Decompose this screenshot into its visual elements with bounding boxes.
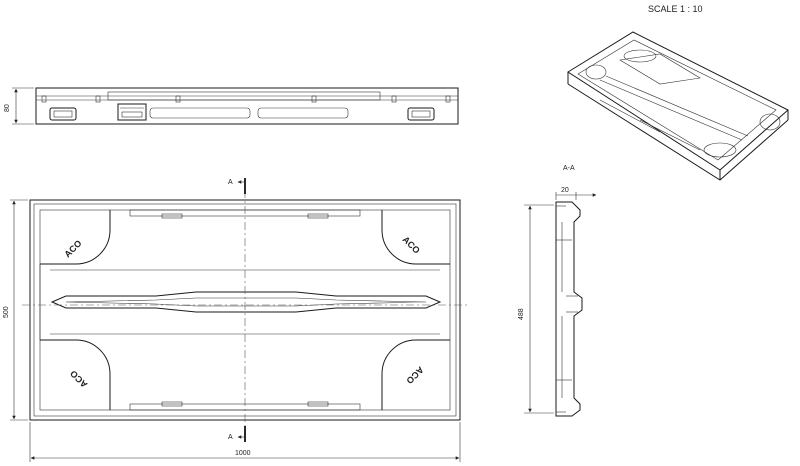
scale-label: SCALE 1 : 10: [648, 4, 703, 14]
section-marker-top: A: [228, 179, 233, 186]
section-marker-bottom: A: [228, 434, 233, 441]
dim-section-rim: 20: [561, 187, 569, 194]
section-label: A-A: [563, 165, 575, 172]
dim-plan-length: 1000: [235, 450, 251, 457]
logo-top-right: ACO: [401, 234, 422, 255]
logo-bottom-right: ACO: [404, 365, 425, 386]
plan-view: ACO ACO ACO ACO A A 500 1000: [3, 178, 468, 462]
dim-plan-width: 500: [3, 306, 10, 318]
logo-top-left: ACO: [62, 238, 83, 259]
section-view: A-A 20 488: [518, 165, 597, 417]
elevation-view: 80: [4, 87, 459, 125]
logo-bottom-left: ACO: [68, 368, 89, 389]
dim-section-height: 488: [518, 308, 525, 320]
dim-top-height: 80: [4, 104, 11, 112]
isometric-view: [567, 31, 789, 181]
